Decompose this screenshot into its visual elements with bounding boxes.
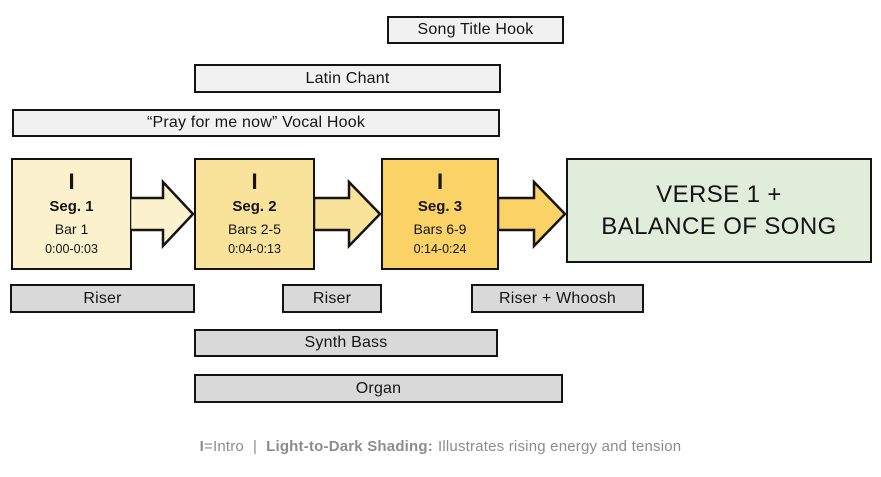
riser-2-label: Riser bbox=[312, 289, 352, 307]
arrow-right-icon bbox=[314, 179, 382, 249]
segment-1-intro-letter: I bbox=[68, 169, 75, 194]
organ-bar: Organ bbox=[194, 374, 563, 403]
song-title-hook-bar: Song Title Hook bbox=[387, 16, 564, 44]
segment-3-time: 0:14-0:24 bbox=[413, 242, 467, 256]
segment-1-time: 0:00-0:03 bbox=[45, 242, 98, 256]
legend-text: I=Intro | Light-to-Dark Shading:Illustrate… bbox=[0, 438, 881, 455]
song-title-hook-label: Song Title Hook bbox=[417, 21, 534, 38]
segment-1-bars: Bar 1 bbox=[54, 221, 89, 237]
segment-2-box: I Seg. 2 Bars 2-5 0:04-0:13 bbox=[194, 158, 315, 270]
segment-3-box: I Seg. 3 Bars 6-9 0:14-0:24 bbox=[381, 158, 499, 270]
synth-bass-label: Synth Bass bbox=[304, 334, 388, 351]
arrow-3-shape bbox=[498, 179, 567, 249]
riser-2-bar: Riser bbox=[282, 284, 382, 313]
verse-balance-box: VERSE 1 + BALANCE OF SONG bbox=[566, 158, 872, 263]
segment-2-name: Seg. 2 bbox=[232, 198, 277, 215]
vocal-hook-label: “Pray for me now” Vocal Hook bbox=[146, 114, 366, 131]
arrow-2-shape bbox=[314, 179, 382, 249]
latin-chant-bar: Latin Chant bbox=[194, 64, 501, 93]
riser-whoosh-bar: Riser + Whoosh bbox=[471, 284, 644, 313]
legend-shading-key: Light-to-Dark Shading bbox=[266, 438, 428, 455]
legend-intro-key: I bbox=[199, 438, 204, 455]
segment-2-bars: Bars 2-5 bbox=[228, 221, 281, 237]
segment-3-bars: Bars 6-9 bbox=[413, 221, 467, 237]
segment-2-intro-letter: I bbox=[251, 169, 258, 194]
segment-1-name: Seg. 1 bbox=[49, 198, 94, 215]
vocal-hook-bar: “Pray for me now” Vocal Hook bbox=[12, 109, 500, 137]
segment-1-box: I Seg. 1 Bar 1 0:00-0:03 bbox=[11, 158, 132, 270]
organ-label: Organ bbox=[355, 379, 402, 397]
legend-colon: : bbox=[427, 438, 433, 455]
arrow-right-icon bbox=[130, 179, 195, 249]
riser-1-bar: Riser bbox=[10, 284, 195, 313]
synth-bass-bar: Synth Bass bbox=[194, 329, 498, 357]
verse-line-2: BALANCE OF SONG bbox=[601, 212, 837, 240]
riser-whoosh-label: Riser + Whoosh bbox=[498, 289, 617, 307]
legend-intro-rest: =Intro bbox=[204, 438, 244, 455]
segment-3-intro-letter: I bbox=[436, 169, 444, 194]
segment-2-time: 0:04-0:13 bbox=[228, 242, 281, 256]
legend-shading-rest: Illustrates rising energy and tension bbox=[437, 438, 682, 455]
segment-3-name: Seg. 3 bbox=[417, 198, 463, 215]
verse-line-1: VERSE 1 + bbox=[656, 180, 782, 208]
legend-separator: | bbox=[252, 438, 258, 455]
latin-chant-label: Latin Chant bbox=[305, 69, 390, 87]
arrow-right-icon bbox=[498, 179, 567, 249]
riser-1-label: Riser bbox=[83, 289, 122, 307]
arrow-1-shape bbox=[130, 179, 195, 249]
